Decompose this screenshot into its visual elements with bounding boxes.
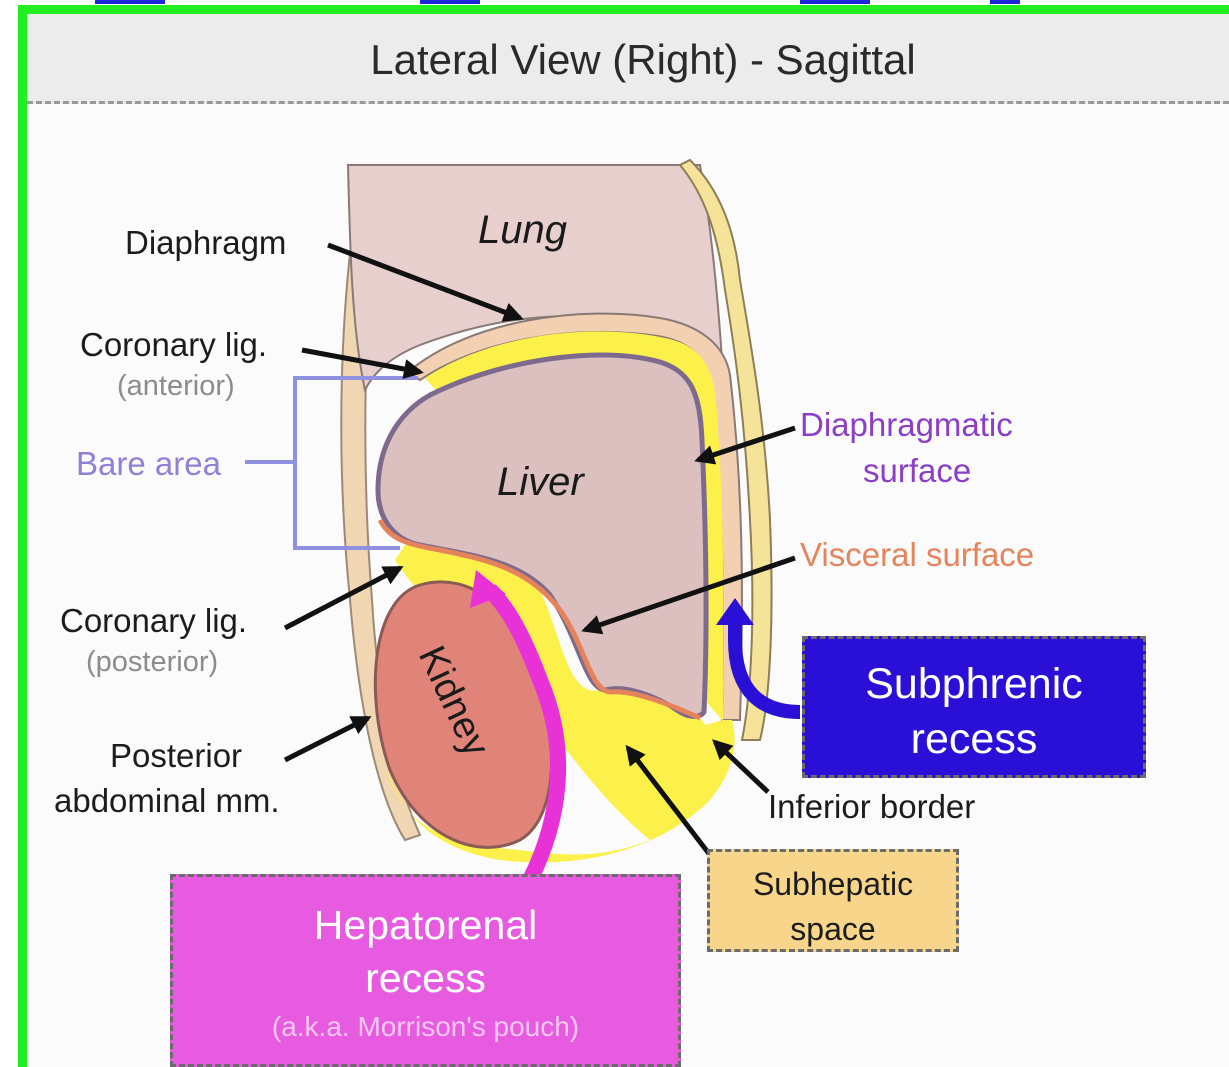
coronary-posterior-sub: (posterior) xyxy=(86,644,218,682)
posterior-abdominal-label-2: abdominal mm. xyxy=(54,780,280,823)
hepatorenal-line-3: (a.k.a. Morrison's pouch) xyxy=(173,1006,678,1048)
coronary-anterior-label: Coronary lig. xyxy=(80,324,267,367)
diaphragm-label: Diaphragm xyxy=(125,222,286,265)
subphrenic-recess-box: Subphrenic recess xyxy=(802,636,1146,778)
posterior-abdominal-label-1: Posterior xyxy=(110,735,242,778)
coronary-anterior-sub: (anterior) xyxy=(117,368,235,406)
bare-area-label: Bare area xyxy=(76,443,221,486)
lung-label: Lung xyxy=(478,208,567,253)
inferior-border-label: Inferior border xyxy=(768,786,975,829)
arrow-posterior-abdominal xyxy=(285,718,368,760)
diaphragmatic-surface-label-1: Diaphragmatic xyxy=(800,404,1013,447)
subphrenic-line-1: Subphrenic xyxy=(805,657,1143,712)
diaphragmatic-surface-label-2: surface xyxy=(863,450,971,493)
liver-label: Liver xyxy=(497,460,584,505)
visceral-surface-label: Visceral surface xyxy=(800,534,1034,577)
arrow-coronary-posterior xyxy=(285,568,400,628)
coronary-posterior-label: Coronary lig. xyxy=(60,600,247,643)
subhepatic-line-1: Subhepatic xyxy=(710,862,956,907)
subhepatic-line-2: space xyxy=(710,907,956,952)
hepatorenal-recess-box: Hepatorenal recess (a.k.a. Morrison's po… xyxy=(170,874,681,1067)
hepatorenal-line-1: Hepatorenal xyxy=(173,899,678,952)
hepatorenal-line-2: recess xyxy=(173,952,678,1005)
subhepatic-space-box: Subhepatic space xyxy=(707,849,959,952)
subphrenic-line-2: recess xyxy=(805,712,1143,767)
